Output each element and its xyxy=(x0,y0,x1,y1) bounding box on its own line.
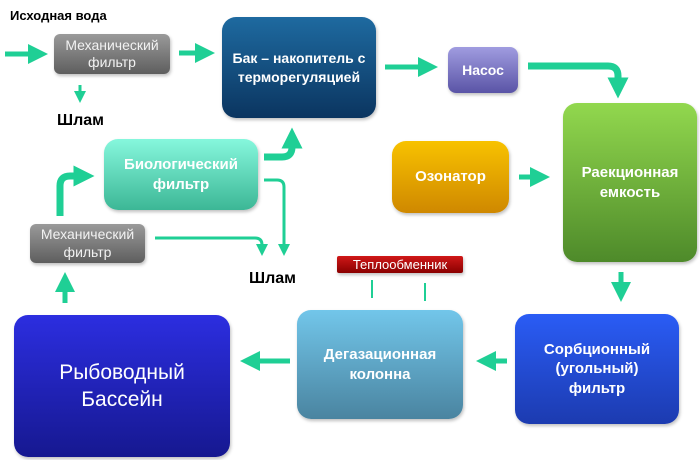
arrow-bio-to-tank xyxy=(264,127,303,161)
sorption-filter: Сорбционный (угольный) фильтр xyxy=(515,314,679,424)
source-water-label: Исходная вода xyxy=(10,8,107,23)
mechanical-filter-1: Механический фильтр xyxy=(54,34,170,74)
heat-exchanger: Теплообменник xyxy=(337,256,463,273)
degassing-column: Дегазационная колонна xyxy=(297,310,463,419)
reaction-tank: Раекционная емкость xyxy=(563,103,697,262)
pump: Насос xyxy=(448,47,518,93)
arrow-pump-to-reactor xyxy=(528,62,629,99)
ozonator: Озонатор xyxy=(392,141,509,213)
fish-pool: Рыбоводный Бассейн xyxy=(14,315,230,457)
biological-filter: Биологический фильтр xyxy=(104,139,258,210)
storage-tank: Бак – накопитель с терморегуляцией xyxy=(222,17,376,118)
arrow-bio-to-sludge xyxy=(264,178,290,256)
mechanical-filter-2: Механический фильтр xyxy=(30,224,145,263)
arrow-mech2-to-bio xyxy=(56,165,95,216)
arrow-mech2-to-sludge xyxy=(155,236,268,256)
sludge-label-2: Шлам xyxy=(249,270,296,287)
sludge-label-1: Шлам xyxy=(57,112,104,129)
